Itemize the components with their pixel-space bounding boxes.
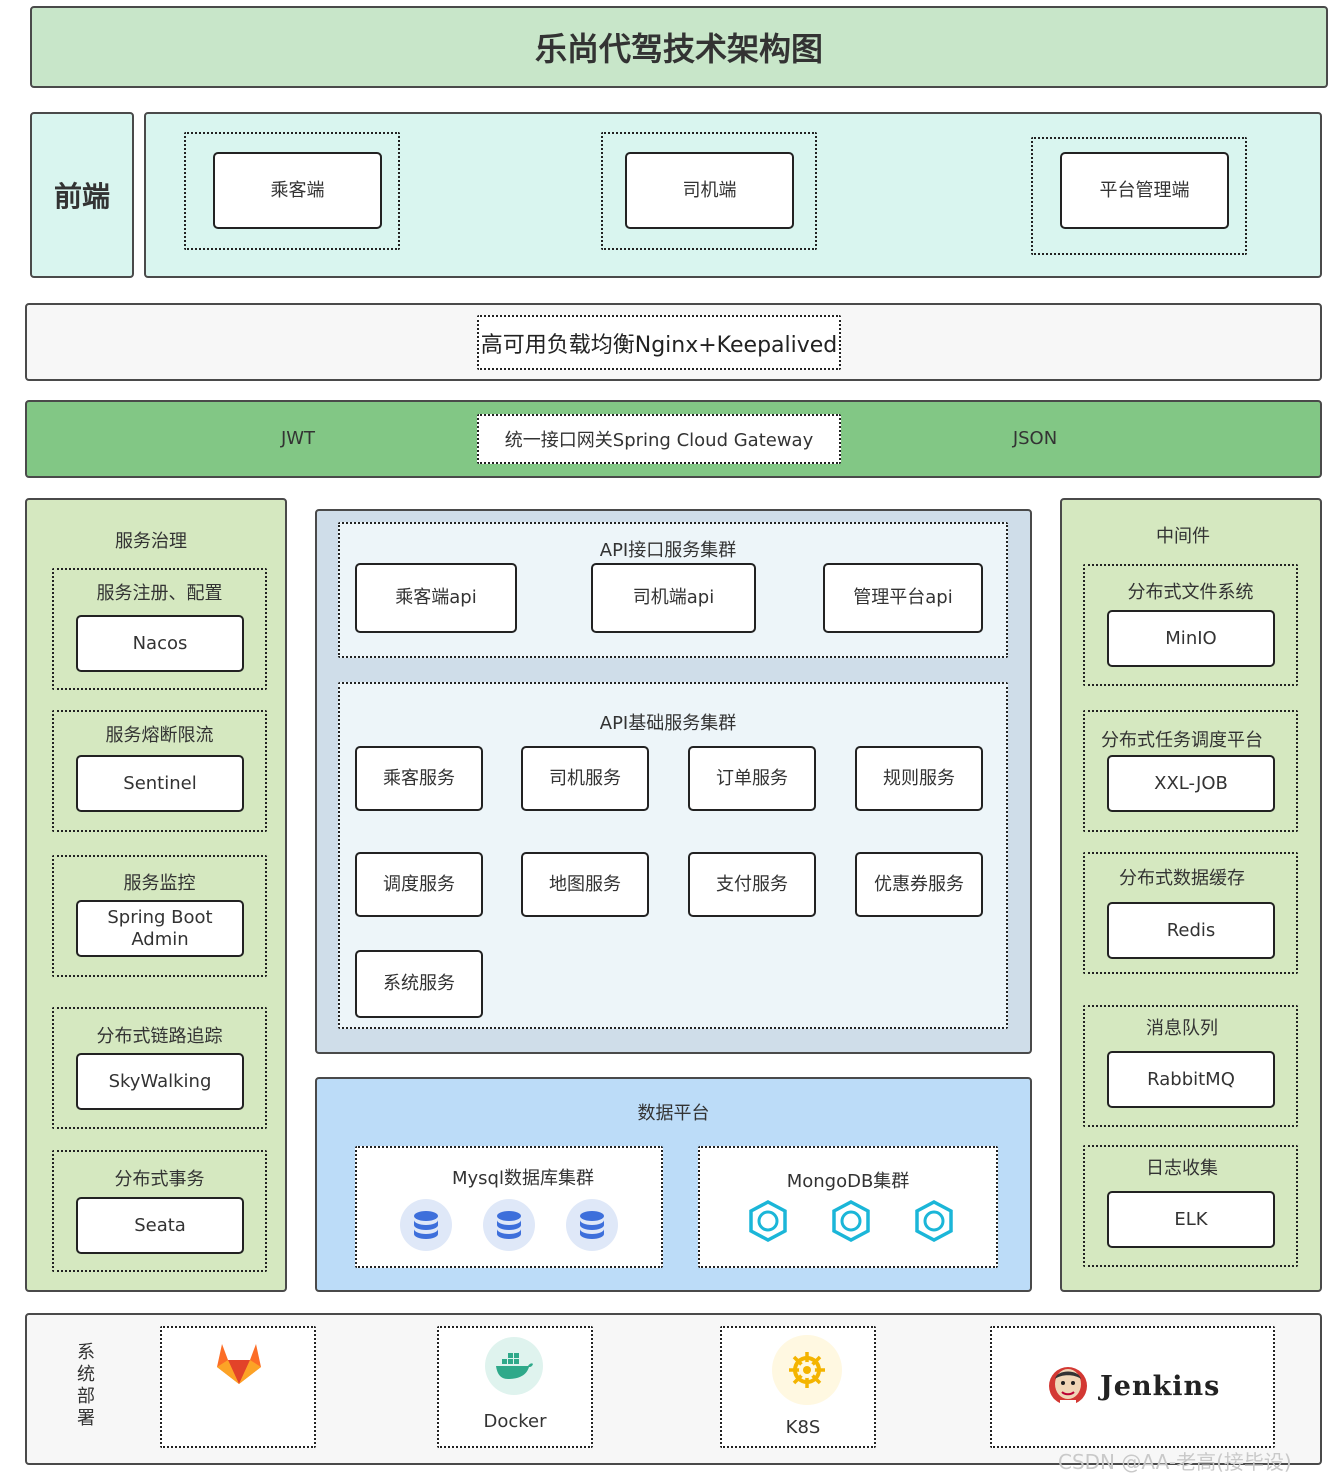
governance-tool-seata: Seata (76, 1197, 244, 1254)
api-cluster-title: API接口服务集群 (599, 540, 737, 561)
database-icon (400, 1199, 452, 1251)
service-rule: 规则服务 (855, 746, 983, 811)
service-driver: 司机服务 (521, 746, 649, 811)
governance-tool-sba: Spring Boot Admin (76, 900, 244, 957)
title-banner: 乐尚代驾技术架构图 (30, 6, 1328, 88)
service-order: 订单服务 (688, 746, 816, 811)
governance-title: 服务治理 (115, 531, 187, 552)
base-cluster-title: API基础服务集群 (599, 713, 737, 734)
governance-group-label: 分布式事务 (114, 1169, 205, 1190)
gateway-box: 统一接口网关Spring Cloud Gateway (477, 414, 841, 464)
middleware-group-label: 分布式任务调度平台 (1101, 730, 1263, 751)
database-icon (483, 1199, 535, 1251)
gateway-label: 统一接口网关Spring Cloud Gateway (504, 430, 814, 451)
service-passenger: 乘客服务 (355, 746, 483, 811)
service-coupon: 优惠券服务 (855, 852, 983, 917)
load-balancer-box: 高可用负载均衡Nginx+Keepalived (477, 315, 841, 370)
governance-tool-sentinel: Sentinel (76, 755, 244, 812)
client-group-driver (601, 132, 817, 250)
governance-group-label: 服务监控 (123, 873, 196, 894)
gateway-json: JSON (1012, 428, 1058, 449)
governance-group-3 (52, 855, 267, 977)
middleware-group-label: 分布式数据缓存 (1119, 868, 1245, 889)
mongodb-icon (829, 1199, 873, 1243)
client-admin: 平台管理端 (1060, 152, 1229, 229)
middleware-group-label: 分布式文件系统 (1127, 582, 1254, 603)
load-balancer-label: 高可用负载均衡Nginx+Keepalived (480, 332, 838, 358)
governance-group-1 (52, 568, 267, 690)
service-map: 地图服务 (521, 852, 649, 917)
middleware-group-1 (1083, 564, 1298, 686)
jenkins-icon (1045, 1364, 1091, 1410)
k8s-icon (772, 1335, 842, 1405)
middleware-group-4 (1083, 1005, 1298, 1127)
middleware-group-3 (1083, 852, 1298, 974)
deploy-gitlab-box (160, 1326, 316, 1448)
api-admin: 管理平台api (823, 563, 983, 633)
governance-group-label: 服务熔断限流 (105, 725, 214, 746)
data-platform-title: 数据平台 (637, 1103, 710, 1124)
mongodb-icon (746, 1199, 790, 1243)
governance-group-label: 服务注册、配置 (96, 583, 223, 604)
api-passenger: 乘客端api (355, 563, 517, 633)
docker-label: Docker (483, 1411, 547, 1432)
mysql-cluster-title: Mysql数据库集群 (452, 1168, 594, 1189)
middleware-title: 中间件 (1156, 526, 1210, 547)
frontend-label-box: 前端 (30, 112, 134, 278)
client-group-passenger (184, 132, 400, 250)
governance-group-5 (52, 1150, 267, 1272)
mongo-cluster (698, 1146, 998, 1268)
middleware-group-label: 消息队列 (1146, 1018, 1218, 1039)
deploy-jenkins-box (990, 1326, 1275, 1448)
frontend-label: 前端 (53, 180, 110, 213)
governance-tool-skywalking: SkyWalking (76, 1053, 244, 1110)
client-group-admin (1031, 137, 1247, 255)
service-dispatch: 调度服务 (355, 852, 483, 917)
api-driver: 司机端api (591, 563, 756, 633)
service-system: 系统服务 (355, 950, 483, 1018)
middleware-tool-xxljob: XXL-JOB (1107, 755, 1275, 812)
mongodb-icon (912, 1199, 956, 1243)
gateway-jwt: JWT (280, 428, 316, 449)
middleware-group-2 (1083, 710, 1298, 832)
middleware-tool-elk: ELK (1107, 1191, 1275, 1248)
governance-group-4 (52, 1007, 267, 1129)
middleware-group-label: 日志收集 (1146, 1158, 1218, 1179)
database-icon (566, 1199, 618, 1251)
docker-icon (485, 1337, 543, 1395)
deploy-label: 系统部署 (77, 1342, 95, 1429)
mongo-cluster-title: MongoDB集群 (786, 1171, 910, 1192)
jenkins-wordmark: Jenkins (1100, 1371, 1221, 1402)
middleware-tool-minio: MinIO (1107, 610, 1275, 667)
middleware-tool-redis: Redis (1107, 902, 1275, 959)
gateway-panel (25, 400, 1322, 478)
middleware-tool-rabbitmq: RabbitMQ (1107, 1051, 1275, 1108)
gitlab-icon (214, 1340, 264, 1386)
governance-group-label: 分布式链路追踪 (96, 1026, 223, 1047)
watermark: CSDN @AA-老高(接毕设) (1058, 1450, 1292, 1474)
governance-group-2 (52, 710, 267, 832)
client-driver: 司机端 (625, 152, 794, 229)
service-payment: 支付服务 (688, 852, 816, 917)
page-title: 乐尚代驾技术架构图 (534, 30, 823, 68)
client-passenger: 乘客端 (213, 152, 382, 229)
middleware-group-5 (1083, 1145, 1298, 1267)
governance-tool-nacos: Nacos (76, 615, 244, 672)
k8s-label: K8S (785, 1417, 821, 1438)
